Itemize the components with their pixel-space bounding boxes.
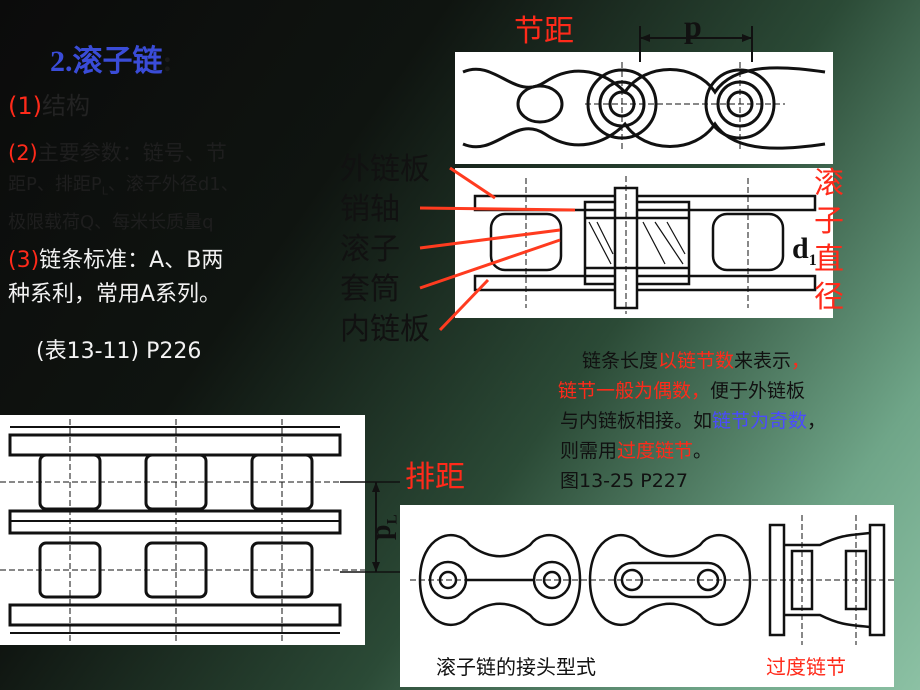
item-3-number: (3): [8, 248, 40, 273]
chain-joint-types-drawing: [410, 515, 894, 645]
desc-l4-a: 则需用: [560, 440, 618, 462]
desc-l3-b: 链节为奇数: [712, 410, 808, 432]
desc-l1-d: ，: [791, 350, 811, 372]
leader-lines: [419, 166, 576, 332]
desc-l3-a: 与内链板相接。如: [560, 410, 713, 432]
desc-l3-c: ，: [807, 410, 827, 432]
desc-l5: 图13-25 P227: [560, 470, 688, 492]
desc-l2-b: 便于外链板: [710, 380, 806, 402]
part-outer-plate: 外链板: [340, 152, 430, 187]
item-1: (1)结构: [8, 86, 90, 121]
chain-length-description: 链条长度以链节数来表示， 链节一般为偶数，便于外链板 与内链板相接。如链节为奇数…: [558, 346, 920, 496]
part-roller: 滚子: [340, 232, 400, 267]
desc-l1-b: 以链节数: [658, 350, 735, 372]
item-1-number: (1): [8, 92, 42, 120]
table-reference: (表13-11) P226: [36, 339, 202, 364]
item-2-text-c: 、滚子外径d1、: [107, 174, 239, 195]
chain-section-view-figure: [455, 168, 833, 318]
d1-sub: 1: [808, 252, 817, 269]
item-2-text-d: 极限载荷Q、每米长质量q: [8, 211, 214, 233]
roller-diameter-label: 滚 子 直 径: [814, 165, 844, 317]
item-2-text-b: 距P、排距P: [8, 174, 102, 195]
part-labels: 外链板 销轴 滚子 套筒 内链板: [340, 150, 430, 350]
d1-label: d1: [792, 232, 817, 270]
desc-l2-a: 链节一般为偶数，: [558, 380, 711, 402]
roller-diameter-char-3: 直: [814, 242, 844, 277]
item-2-number: (2): [8, 141, 38, 165]
row-pitch-label: 排距: [405, 460, 465, 495]
roller-diameter-char-4: 径: [814, 280, 844, 315]
row-pitch-dimension: [340, 481, 400, 573]
transition-link-caption: 过度链节: [766, 655, 846, 679]
desc-l1-c: 来表示: [734, 350, 792, 372]
title-text: 滚子链: [72, 45, 163, 78]
part-pin: 销轴: [340, 192, 400, 227]
item-2-sub: L: [101, 184, 108, 198]
pitch-dimension-line: [639, 26, 753, 62]
part-inner-plate: 内链板: [340, 312, 430, 347]
slide-title: 2.滚子链:: [50, 36, 173, 80]
item-3-text-b: 种系利，常用A系列。: [8, 282, 222, 307]
desc-l1-a: 链条长度: [582, 350, 659, 372]
desc-l4-c: 。: [693, 440, 713, 462]
part-bushing: 套筒: [340, 272, 400, 307]
desc-l4-b: 过度链节: [617, 440, 694, 462]
item-2-text-a: 主要参数：链号、节: [37, 141, 227, 165]
item-1-text: 结构: [42, 92, 90, 120]
pitch-label: 节距: [514, 14, 574, 49]
chain-side-view-drawing: [462, 62, 826, 152]
item-3: (3)链条标准：A、B两 种系利，常用A系列。: [8, 244, 223, 312]
title-number: 2.: [50, 45, 73, 78]
chain-side-view-figure: [455, 52, 833, 164]
title-colon: :: [162, 45, 173, 78]
p-label: p: [684, 8, 702, 44]
joint-types-caption: 滚子链的接头型式: [436, 655, 596, 679]
chain-section-view-drawing: [473, 176, 817, 314]
item-2: (2)主要参数：链号、节 距P、排距PL、滚子外径d1、 极限载荷Q、每米长质量…: [8, 138, 348, 238]
double-row-chain-figure: [0, 415, 365, 645]
roller-diameter-char-1: 滚: [814, 166, 844, 201]
pl-sub: L: [384, 514, 401, 525]
double-row-chain-drawing: [0, 419, 365, 641]
d1-letter: d: [792, 232, 809, 265]
item-3-text-a: 链条标准：A、B两: [39, 248, 224, 273]
pl-label: pL: [366, 514, 402, 540]
roller-diameter-char-2: 子: [814, 204, 844, 239]
chain-joint-types-figure: 滚子链的接头型式 过度链节: [400, 505, 894, 687]
pl-letter: p: [366, 524, 397, 540]
